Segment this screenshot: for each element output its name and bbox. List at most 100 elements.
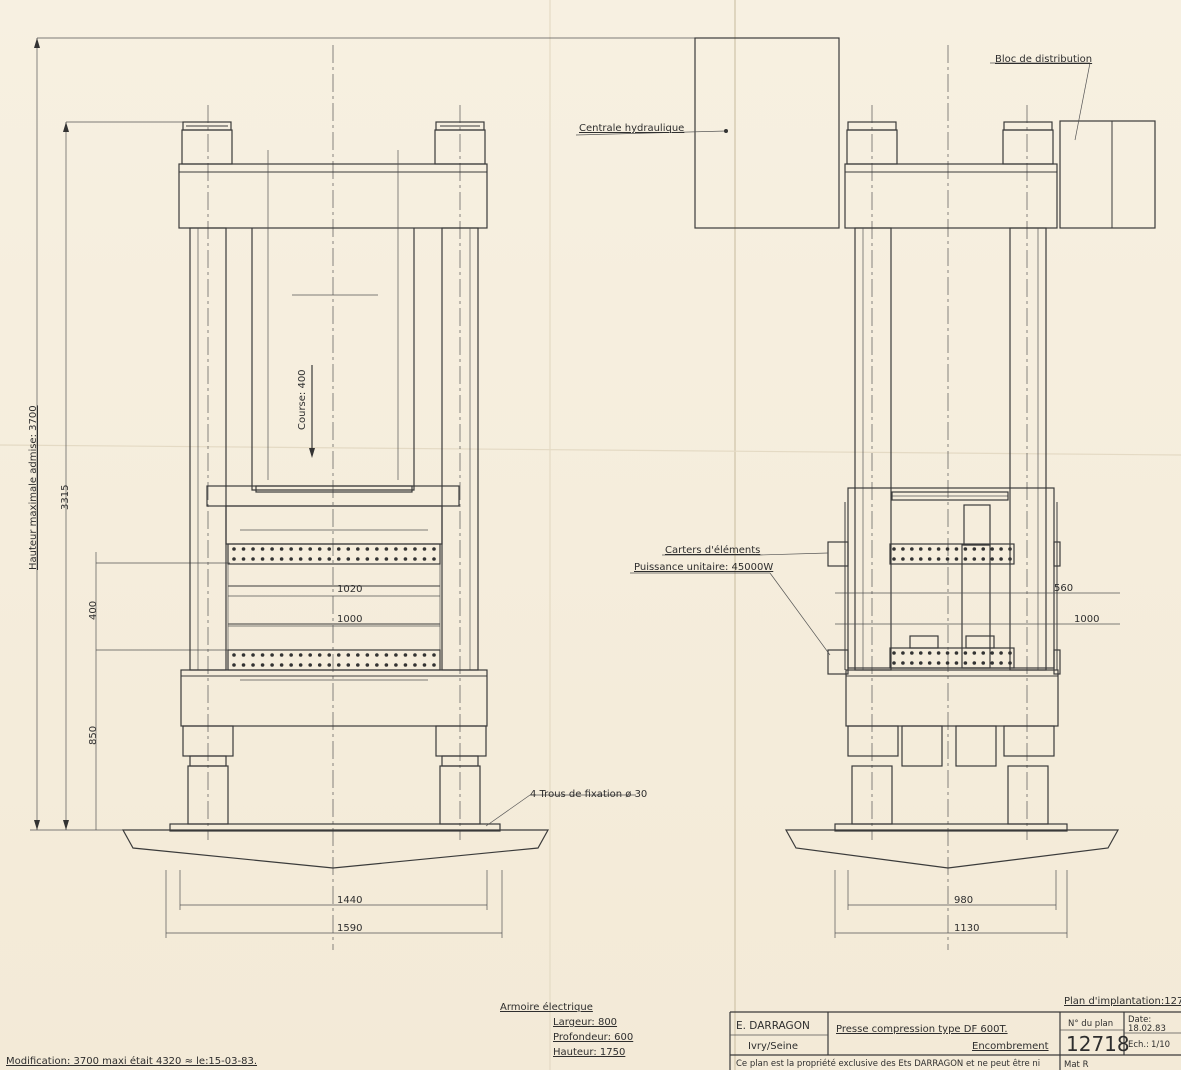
- bolt: [990, 651, 994, 655]
- bolt: [356, 557, 360, 561]
- bolt: [963, 651, 968, 655]
- front-view: [30, 37, 735, 950]
- bolt: [999, 547, 1003, 551]
- bolt: [308, 663, 312, 667]
- label-course: Course: 400: [297, 369, 308, 430]
- bolt: [394, 557, 398, 561]
- date-label: Date:: [1128, 1015, 1151, 1025]
- label-fixation: 4 Trous de fixation ø 30: [530, 789, 647, 800]
- title-block: [729, 1011, 1181, 1070]
- bolt: [954, 547, 959, 551]
- bolt: [422, 547, 427, 551]
- bolt: [901, 547, 905, 551]
- bolt: [892, 651, 896, 655]
- bolt: [901, 651, 905, 655]
- bolt: [365, 653, 370, 657]
- bolt: [413, 557, 417, 561]
- label-1020: 1020: [337, 584, 362, 595]
- bolt: [279, 547, 284, 551]
- bolt: [403, 663, 408, 667]
- label-centrale-hydraulique: Centrale hydraulique: [579, 123, 684, 134]
- bolt: [251, 557, 255, 561]
- scale-value: 1/10: [1151, 1040, 1170, 1050]
- bolt: [394, 547, 398, 551]
- bolt: [375, 557, 379, 561]
- bolt: [308, 557, 312, 561]
- bolt: [308, 547, 312, 551]
- bolt: [936, 557, 941, 561]
- bolt: [990, 661, 994, 665]
- bolt: [384, 663, 389, 667]
- label-1000: 1000: [337, 614, 362, 625]
- bolt: [927, 651, 932, 655]
- bolt: [394, 653, 398, 657]
- label-400-height: 400: [88, 601, 99, 620]
- bolt: [298, 663, 303, 667]
- bolt: [413, 663, 417, 667]
- bolt: [945, 557, 950, 561]
- bolt: [375, 663, 379, 667]
- bolt: [927, 557, 932, 561]
- bolt: [936, 547, 941, 551]
- bolt: [317, 653, 322, 657]
- bolt: [365, 663, 370, 667]
- bolt: [317, 557, 322, 561]
- label-560: 560: [1054, 583, 1073, 594]
- bolt: [308, 653, 312, 657]
- bolt: [936, 651, 941, 655]
- bolt: [981, 661, 986, 665]
- bolt: [375, 653, 379, 657]
- bolt: [954, 661, 959, 665]
- bolt: [336, 547, 341, 551]
- bolt: [1008, 547, 1012, 551]
- label-1130: 1130: [954, 923, 979, 934]
- bolt: [394, 663, 398, 667]
- bolt: [972, 661, 977, 665]
- armoire-largeur: Largeur: 800: [553, 1017, 617, 1028]
- bolt: [375, 547, 379, 551]
- bolt: [317, 663, 322, 667]
- bolt: [327, 547, 332, 551]
- bolt: [232, 557, 236, 561]
- plan-number-label: N° du plan: [1068, 1019, 1113, 1029]
- bolt: [270, 653, 274, 657]
- bolt: [251, 663, 255, 667]
- bolt: [990, 557, 994, 561]
- date-value: 18.02.83: [1128, 1024, 1166, 1034]
- label-puissance: Puissance unitaire: 45000W: [634, 562, 773, 573]
- bolt: [403, 557, 408, 561]
- bolt: [918, 557, 923, 561]
- bolt: [270, 547, 274, 551]
- bolt: [892, 547, 896, 551]
- bolt: [927, 661, 932, 665]
- bolt: [260, 557, 265, 561]
- label-carters: Carters d'éléments: [665, 544, 760, 556]
- bolt: [336, 653, 341, 657]
- bolt: [298, 547, 303, 551]
- bolt: [241, 557, 246, 561]
- bolt: [336, 557, 341, 561]
- bolt: [356, 653, 360, 657]
- bolt: [289, 547, 293, 551]
- bolt: [327, 653, 332, 657]
- bolt: [260, 547, 265, 551]
- company-location: Ivry/Seine: [748, 1041, 798, 1052]
- bolt: [892, 661, 896, 665]
- label-1000-side: 1000: [1074, 614, 1099, 625]
- bolt: [251, 547, 255, 551]
- bolt: [910, 651, 914, 655]
- bolt: [432, 557, 436, 561]
- bolt: [999, 557, 1003, 561]
- bolt: [910, 661, 914, 665]
- bolt: [270, 663, 274, 667]
- bolt: [241, 663, 246, 667]
- bolt: [422, 653, 427, 657]
- bolt: [432, 663, 436, 667]
- bolt: [918, 661, 923, 665]
- bolt: [346, 547, 351, 551]
- bolt: [365, 557, 370, 561]
- bolt: [289, 653, 293, 657]
- drawing-subtitle: Encombrement: [972, 1041, 1049, 1052]
- bolt: [241, 653, 246, 657]
